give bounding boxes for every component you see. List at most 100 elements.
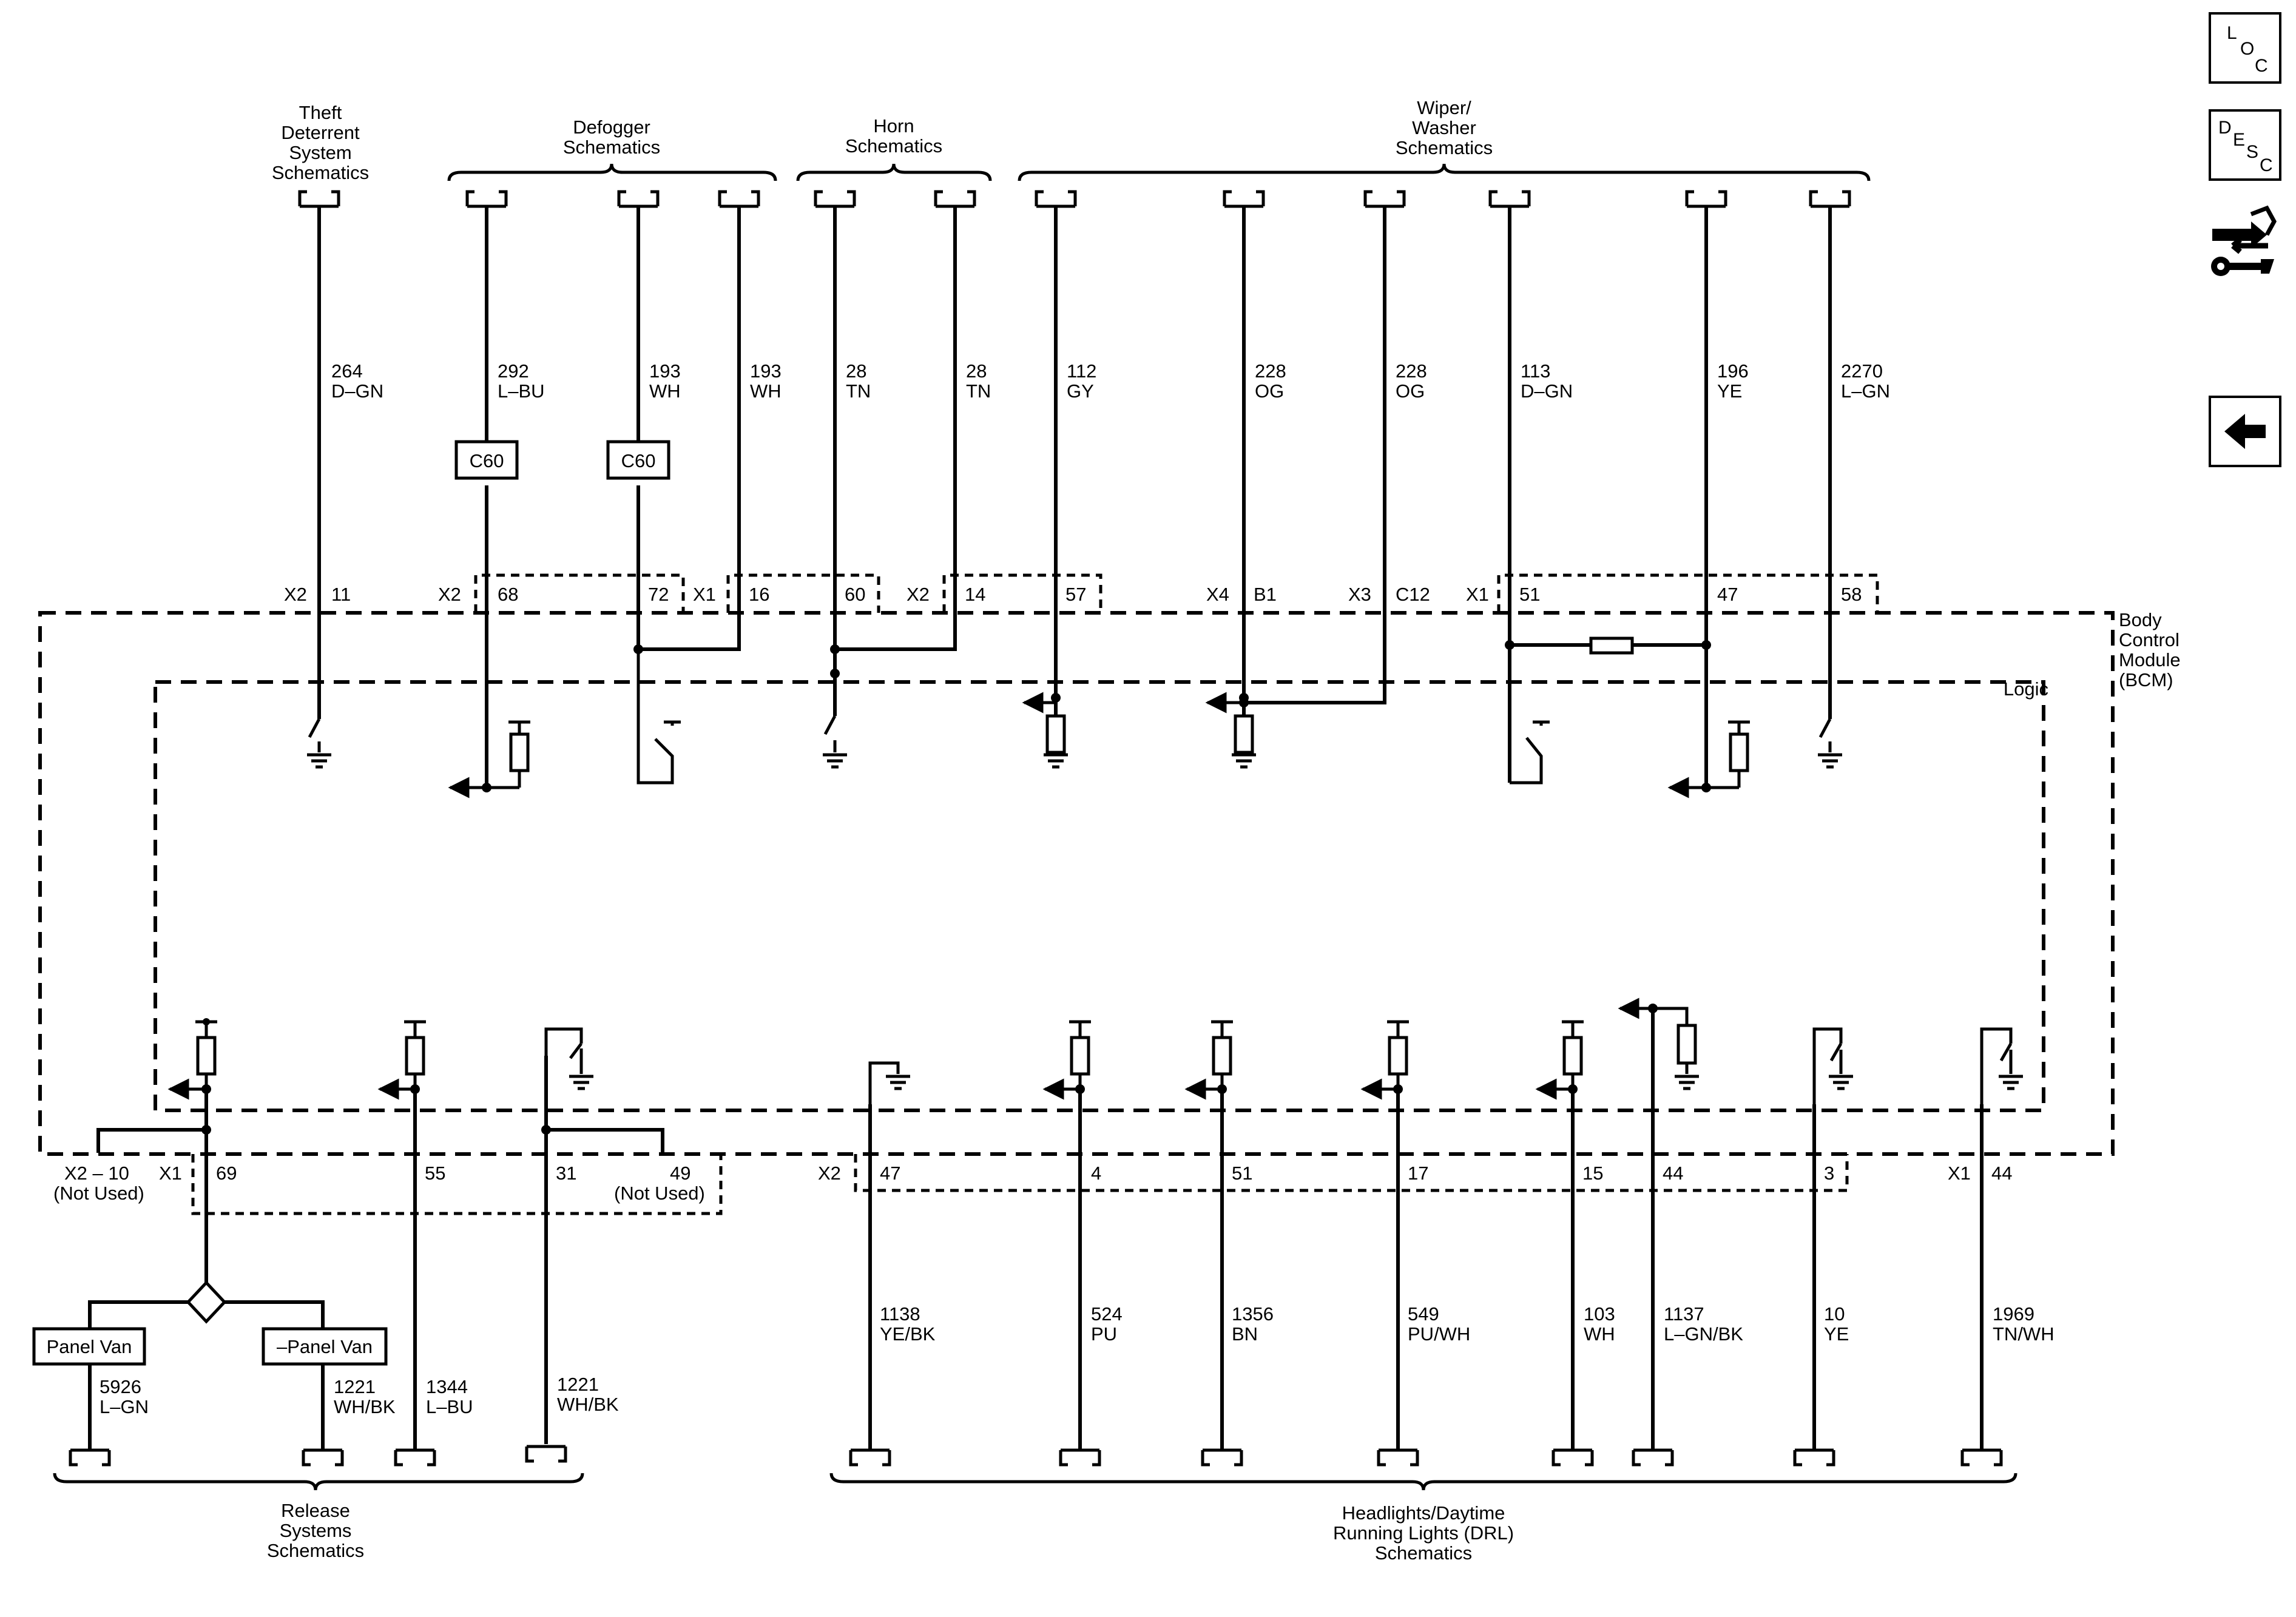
desc-button[interactable]: D E S C	[2209, 109, 2281, 181]
svg-text:L–BU: L–BU	[426, 1396, 473, 1417]
svg-text:47: 47	[880, 1163, 900, 1184]
svg-text:28: 28	[966, 360, 987, 382]
headlights-drl-title: Headlights/Daytime Running Lights (DRL) …	[1333, 1502, 1514, 1564]
desc-letter-d: D	[2218, 118, 2232, 138]
svg-text:1221: 1221	[334, 1376, 376, 1397]
svg-text:17: 17	[1408, 1163, 1428, 1184]
svg-text:Body: Body	[2119, 609, 2162, 630]
bottom-logic-symbols	[170, 998, 2013, 1104]
svg-text:113: 113	[1521, 360, 1550, 382]
release-systems-title: Release Systems Schematics	[267, 1500, 364, 1561]
bcm-logic-label: Logic	[2004, 678, 2048, 700]
svg-text:BN: BN	[1232, 1323, 1258, 1345]
svg-text:B1: B1	[1254, 584, 1277, 605]
svg-text:3: 3	[1824, 1163, 1834, 1184]
bottom-ground-symbols	[569, 1076, 2023, 1089]
svg-text:196: 196	[1717, 360, 1749, 382]
svg-text:193: 193	[649, 360, 681, 382]
svg-text:Schematics: Schematics	[563, 137, 660, 158]
svg-text:44: 44	[1663, 1163, 1683, 1184]
svg-text:X2: X2	[907, 584, 930, 605]
svg-text:TN: TN	[966, 380, 991, 402]
svg-text:WH/BK: WH/BK	[557, 1394, 619, 1415]
svg-text:OG: OG	[1396, 380, 1425, 402]
svg-text:2270: 2270	[1841, 360, 1883, 382]
svg-text:51: 51	[1232, 1163, 1252, 1184]
svg-text:49: 49	[670, 1163, 690, 1184]
splice-dots-top	[482, 640, 1711, 792]
svg-text:Schematics: Schematics	[1375, 1542, 1472, 1564]
svg-text:YE: YE	[1824, 1323, 1849, 1345]
svg-text:Deterrent: Deterrent	[281, 122, 360, 143]
svg-text:Systems: Systems	[280, 1520, 352, 1541]
loc-letter-c: C	[2255, 56, 2268, 76]
svg-text:58: 58	[1841, 584, 1862, 605]
svg-text:264: 264	[331, 360, 363, 382]
svg-text:31: 31	[556, 1163, 576, 1184]
svg-text:Headlights/Daytime: Headlights/Daytime	[1342, 1502, 1505, 1524]
svg-text:PU: PU	[1091, 1323, 1117, 1345]
svg-text:X1: X1	[1948, 1163, 1971, 1184]
desc-letter-s: S	[2246, 142, 2259, 162]
svg-text:5926: 5926	[100, 1376, 141, 1397]
defogger-title: Defogger Schematics	[563, 116, 660, 158]
bottom-pin-labels: X2 – 10 (Not Used) X1 69 55 31 49 (Not U…	[53, 1163, 2012, 1204]
svg-text:C60: C60	[621, 450, 656, 471]
svg-text:Panel Van: Panel Van	[47, 1336, 132, 1357]
loc-letter-l: L	[2227, 23, 2237, 43]
svg-text:1969: 1969	[1993, 1303, 2034, 1325]
svg-text:193: 193	[750, 360, 782, 382]
svg-text:L–BU: L–BU	[498, 380, 545, 402]
svg-text:(BCM): (BCM)	[2119, 669, 2173, 690]
svg-text:11: 11	[331, 584, 351, 605]
svg-text:WH: WH	[750, 380, 782, 402]
svg-text:D–GN: D–GN	[331, 380, 383, 402]
theft-deterrent-title: Theft Deterrent System Schematics	[272, 102, 369, 183]
svg-text:(Not Used): (Not Used)	[53, 1183, 144, 1204]
svg-text:Theft: Theft	[299, 102, 342, 123]
back-button[interactable]	[2209, 396, 2281, 467]
bcm-module-frame	[38, 611, 2115, 1156]
svg-text:55: 55	[425, 1163, 445, 1184]
svg-text:Schematics: Schematics	[267, 1540, 364, 1561]
bottom-logic-resistors	[196, 1024, 1697, 1076]
svg-text:1344: 1344	[426, 1376, 468, 1397]
svg-text:WH/BK: WH/BK	[334, 1396, 396, 1417]
svg-text:Defogger: Defogger	[573, 116, 650, 138]
connector-tool-icon[interactable]	[2209, 203, 2281, 282]
svg-text:112: 112	[1067, 360, 1096, 382]
svg-text:YE: YE	[1717, 380, 1742, 402]
svg-text:X3: X3	[1348, 584, 1371, 605]
svg-text:Horn: Horn	[873, 115, 914, 137]
svg-text:TN/WH: TN/WH	[1993, 1323, 2055, 1345]
svg-text:47: 47	[1717, 584, 1738, 605]
top-connector-plugs	[300, 192, 1849, 206]
inline-connector-c60-b: C60	[606, 440, 670, 480]
resistor-bcm-wiper	[1589, 636, 1634, 655]
svg-text:1356: 1356	[1232, 1303, 1274, 1325]
svg-text:57: 57	[1065, 584, 1086, 605]
top-ground-symbols	[307, 755, 1842, 767]
svg-text:60: 60	[845, 584, 865, 605]
desc-letter-e: E	[2233, 130, 2246, 150]
splice-dots-bottom	[201, 1004, 1658, 1135]
loc-button[interactable]: L O C	[2209, 12, 2281, 84]
svg-text:GY: GY	[1067, 380, 1094, 402]
bottom-connector-plugs	[70, 1447, 2001, 1465]
svg-text:Module: Module	[2119, 649, 2181, 670]
svg-text:D–GN: D–GN	[1521, 380, 1573, 402]
svg-text:1138: 1138	[880, 1303, 920, 1325]
svg-text:X2 – 10: X2 – 10	[64, 1163, 129, 1184]
svg-text:X1: X1	[159, 1163, 182, 1184]
bcm-module-label: Body Control Module (BCM)	[2119, 609, 2181, 690]
no-panel-van-box: –Panel Van	[262, 1327, 388, 1366]
svg-text:L–GN: L–GN	[100, 1396, 149, 1417]
loc-letter-o: O	[2240, 39, 2255, 59]
bottom-wires	[88, 1008, 1984, 1450]
bottom-connector-frames	[191, 1154, 1849, 1215]
svg-text:PU/WH: PU/WH	[1408, 1323, 1470, 1345]
svg-text:X2: X2	[284, 584, 307, 605]
